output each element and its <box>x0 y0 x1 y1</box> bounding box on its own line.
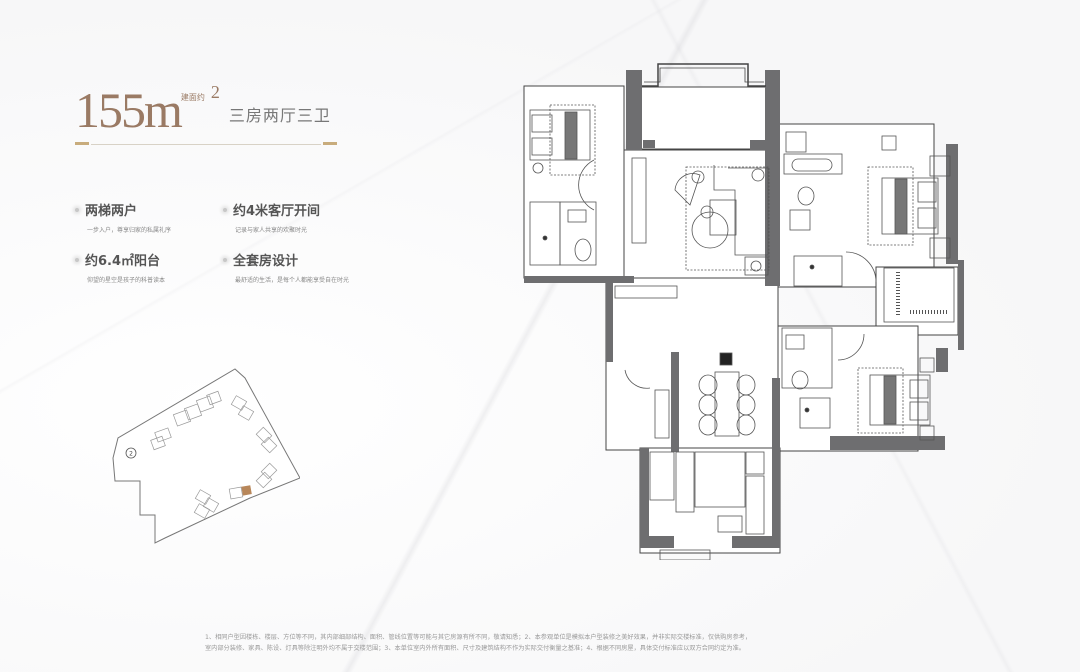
area-row: 155m 建面约 2 三房两厅三卫 <box>75 82 345 138</box>
feature-title: 约6.4㎡阳台 <box>85 254 161 269</box>
feature-title: 全套房设计 <box>233 254 299 269</box>
disclaimer-line-2: 室内部分装修、家具、陈设、灯具等除注明外均不属于交楼范围；3、本单位室内外所有面… <box>205 645 745 652</box>
feature-item: 约4米客厅开间 记录与家人共享的欢聚时光 <box>223 200 375 234</box>
area-prefix: 建面约 <box>180 93 205 102</box>
feature-desc: 记录与家人共享的欢聚时光 <box>235 227 308 234</box>
site-map: 2 <box>112 368 300 544</box>
bullet-icon <box>75 207 79 212</box>
kitchen <box>649 451 765 560</box>
dining-area <box>698 352 756 437</box>
bullet-icon <box>223 257 227 262</box>
bathroom-2 <box>783 131 843 287</box>
bedroom-2 <box>845 135 951 283</box>
feature-item: 两梯两户 一步入户，尊享归家的私属礼序 <box>75 200 223 234</box>
bedroom-1 <box>529 104 596 211</box>
feature-title: 约4米客厅开间 <box>233 204 321 219</box>
disclaimer: 1、相同户型因楼栋、楼层、方位等不同，其内部细部结构、面积、管线位置等可能与其它… <box>205 632 905 654</box>
building-icons <box>150 390 278 519</box>
bullet-icon <box>223 207 227 212</box>
feature-item: 约6.4㎡阳台 仰望的星空是孩子的科普读本 <box>75 250 223 284</box>
foyer <box>614 285 678 439</box>
title-divider <box>75 142 337 146</box>
disclaimer-line-1: 1、相同户型因楼栋、楼层、方位等不同，其内部细部结构、面积、管线位置等可能与其它… <box>205 634 752 641</box>
area-value: 155m <box>75 82 183 138</box>
feature-desc: 一步入户，尊享归家的私属礼序 <box>87 227 172 234</box>
layout-label: 三房两厅三卫 <box>228 106 331 125</box>
area-superscript: 2 <box>210 82 220 102</box>
feature-title: 两梯两户 <box>85 204 138 219</box>
building-number: 2 <box>129 451 133 458</box>
feature-desc: 最舒适的生活，是每个人都能享受自在时光 <box>235 277 350 284</box>
living-room <box>631 157 770 276</box>
closet <box>883 267 955 323</box>
bathroom-1 <box>529 201 597 266</box>
bathroom-3 <box>781 327 833 429</box>
features-list: 两梯两户 一步入户，尊享归家的私属礼序 约4米客厅开间 记录与家人共享的欢聚时光… <box>75 200 375 284</box>
bullet-icon <box>75 257 79 262</box>
walls <box>524 70 964 548</box>
feature-item: 全套房设计 最舒适的生活，是每个人都能享受自在时光 <box>223 250 375 284</box>
bedroom-3 <box>837 333 935 441</box>
feature-desc: 仰望的星空是孩子的科普读本 <box>87 277 166 284</box>
current-building-highlight <box>241 485 252 496</box>
floor-plan <box>523 63 964 560</box>
title-block: 155m 建面约 2 三房两厅三卫 <box>75 82 345 146</box>
